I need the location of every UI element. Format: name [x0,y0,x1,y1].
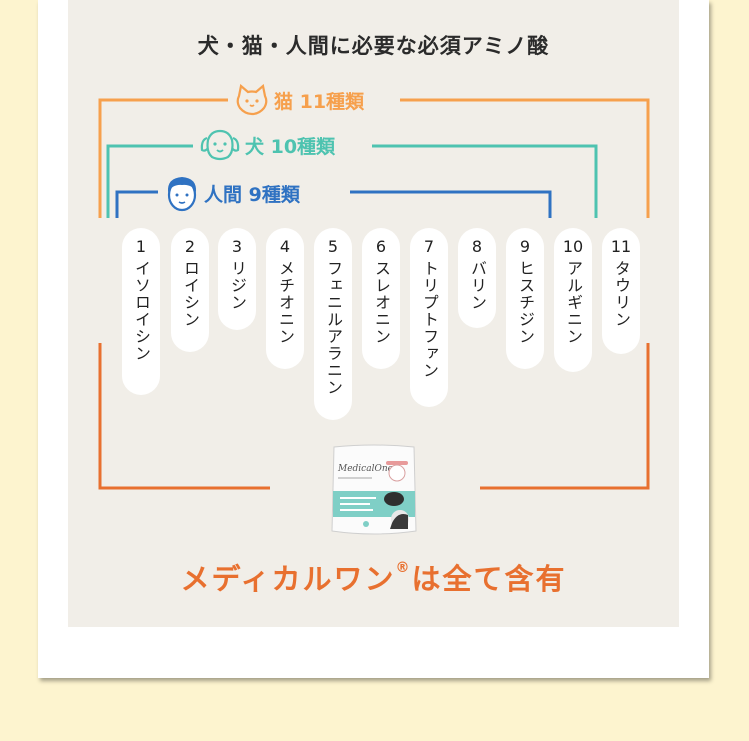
amino-acid-item: 3 リジン [218,228,256,330]
bottom-bracket-left [98,343,270,490]
amino-acid-item: 1 イソロイシン [122,228,160,395]
amino-acid-item: 2 ロイシン [171,228,209,352]
cat-label: 猫 11種類 [228,84,371,116]
amino-acid-name: スレオニン [372,260,391,345]
human-bracket-right [350,190,552,218]
human-label-text: 人間 9種類 [204,183,300,206]
amino-acid-number: 8 [471,237,483,256]
amino-acid-name: ロイシン [181,260,200,328]
footer-message: メディカルワン®は全て含有 [68,556,679,598]
product-pouch-image: MedicalOne [331,444,417,535]
amino-acid-name: メチオニン [276,260,295,345]
amino-acid-number: 7 [423,237,435,256]
registered-mark: ® [395,560,412,576]
amino-acid-item: 6 スレオニン [362,228,400,369]
amino-acid-item: 11 タウリン [602,228,640,354]
dog-bracket-right [372,144,598,218]
footer-product-name: メディカルワン [180,562,396,596]
amino-acid-number: 1 [135,237,147,256]
amino-acid-number: 11 [610,237,632,256]
amino-acid-name: ヒスチジン [516,260,535,345]
amino-acid-name: トリプトファン [420,260,439,379]
amino-acid-item: 7 トリプトファン [410,228,448,407]
amino-acid-number: 6 [375,237,387,256]
human-label: 人間 9種類 [158,174,306,212]
amino-acid-name: バリン [468,260,487,311]
amino-acid-item: 10 アルギニン [554,228,592,372]
cat-bracket [98,98,230,218]
amino-acid-number: 10 [562,237,584,256]
amino-acid-number: 5 [327,237,339,256]
dog-label-text: 犬 10種類 [245,135,336,158]
amino-acid-name: タウリン [612,260,631,328]
amino-acid-number: 2 [184,237,196,256]
human-face-icon [167,177,197,212]
amino-acid-item: 9 ヒスチジン [506,228,544,369]
dog-face-icon [200,129,240,161]
amino-acid-item: 5 フェニルアラニン [314,228,352,420]
human-bracket [115,190,160,218]
amino-acid-number: 3 [231,237,243,256]
cat-label-text: 猫 11種類 [274,90,365,113]
bottom-bracket-right [480,343,650,490]
amino-acid-item: 8 バリン [458,228,496,328]
amino-acid-name: フェニルアラニン [324,260,343,396]
product-brand: MedicalOne [337,464,393,474]
footer-suffix: は全て含有 [411,562,567,596]
amino-acid-name: リジン [228,260,247,311]
dog-label: 犬 10種類 [193,128,342,162]
page-title: 犬・猫・人間に必要な必須アミノ酸 [197,34,550,58]
amino-acid-number: 9 [519,237,531,256]
cat-face-icon [236,84,268,116]
cat-bracket-right [400,98,650,218]
amino-acid-item: 4 メチオニン [266,228,304,369]
amino-acid-name: イソロイシン [132,260,151,362]
dog-bracket [106,144,195,218]
amino-acid-name: アルギニン [564,260,583,345]
amino-acid-number: 4 [279,237,291,256]
